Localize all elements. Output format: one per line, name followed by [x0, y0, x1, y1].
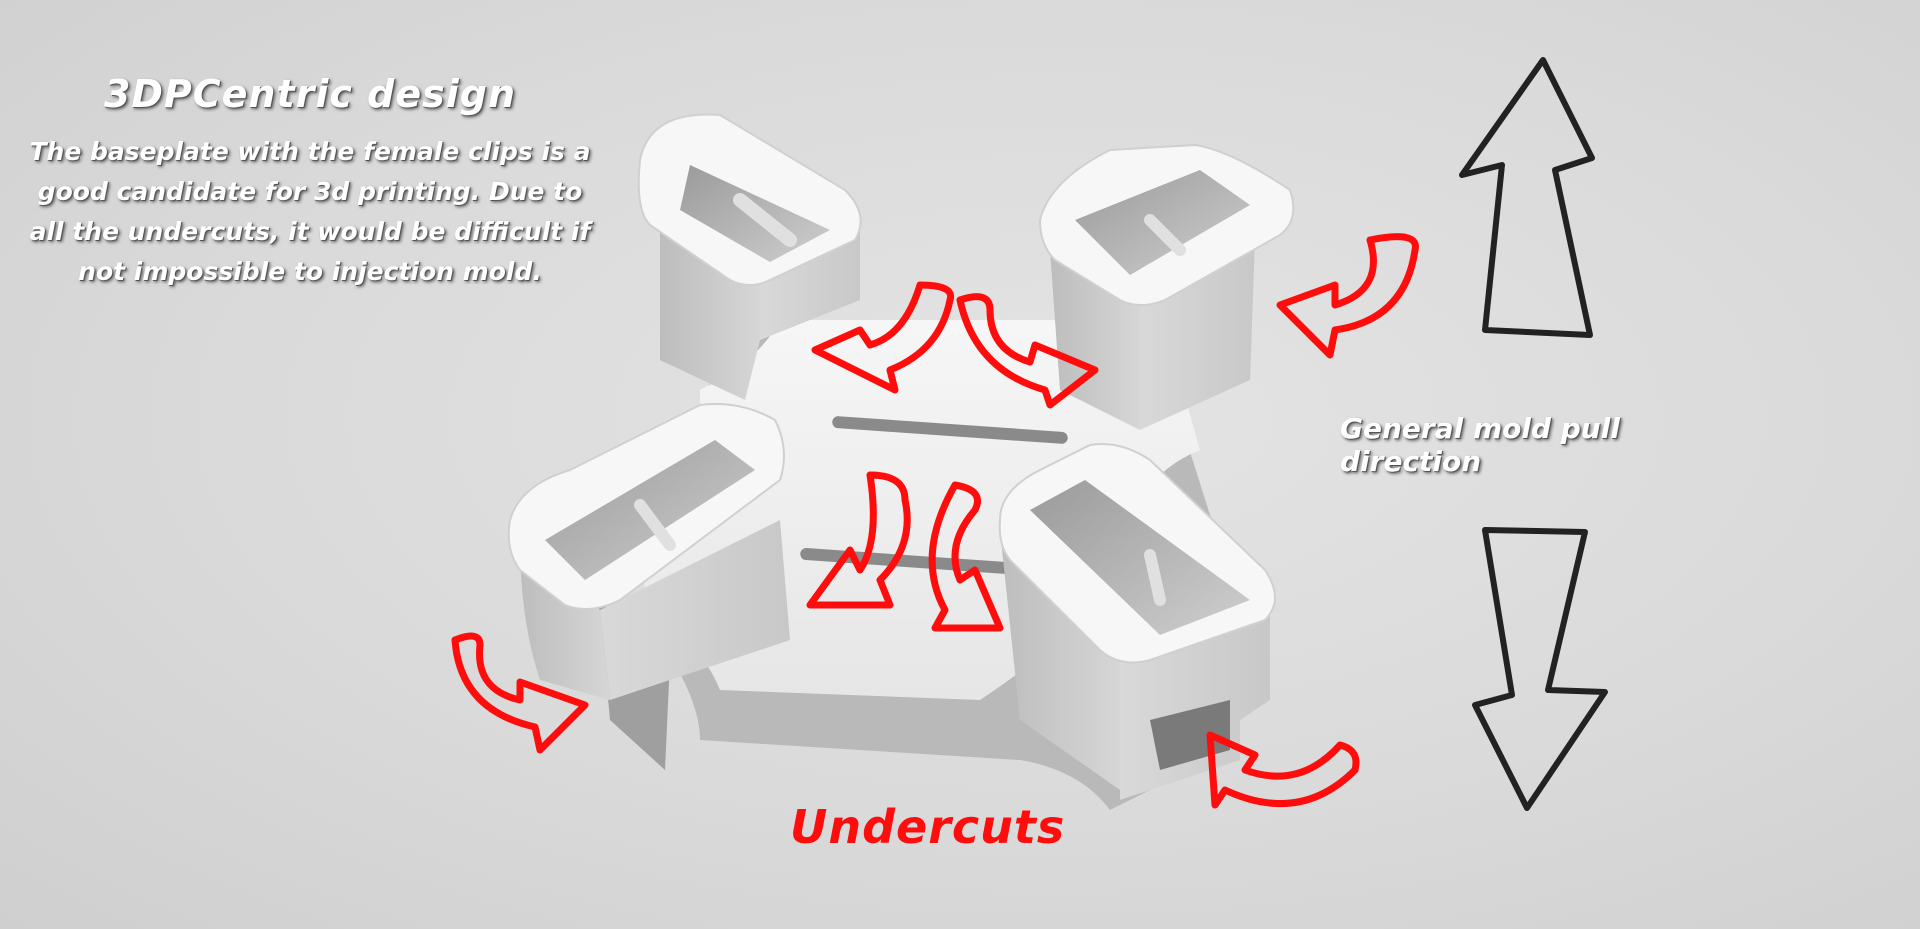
curved-arrow-icon — [956, 293, 1099, 409]
pull-direction-arrows — [1459, 57, 1608, 811]
design-title: 3DPCentric design — [103, 72, 517, 116]
baseplate-slot — [800, 548, 1040, 576]
undercut-arrows — [451, 233, 1419, 809]
female-clip-bottom-left — [507, 403, 790, 770]
down-arrow-icon — [1472, 527, 1608, 811]
curved-arrow-icon — [811, 281, 955, 394]
curved-arrow-icon — [928, 481, 1004, 632]
undercuts-label: Undercuts — [790, 800, 1066, 854]
curved-arrow-icon — [1276, 233, 1419, 359]
design-description: The baseplate with the female clips is a… — [29, 137, 591, 286]
up-arrow-icon — [1459, 57, 1595, 338]
curved-arrow-icon — [451, 632, 589, 754]
baseplate-slot — [832, 416, 1068, 444]
female-clip-top-left — [637, 113, 862, 400]
curved-arrow-icon — [1206, 731, 1360, 809]
pull-direction-label: General mold pull direction — [1340, 412, 1620, 478]
curved-arrow-icon — [806, 471, 911, 609]
